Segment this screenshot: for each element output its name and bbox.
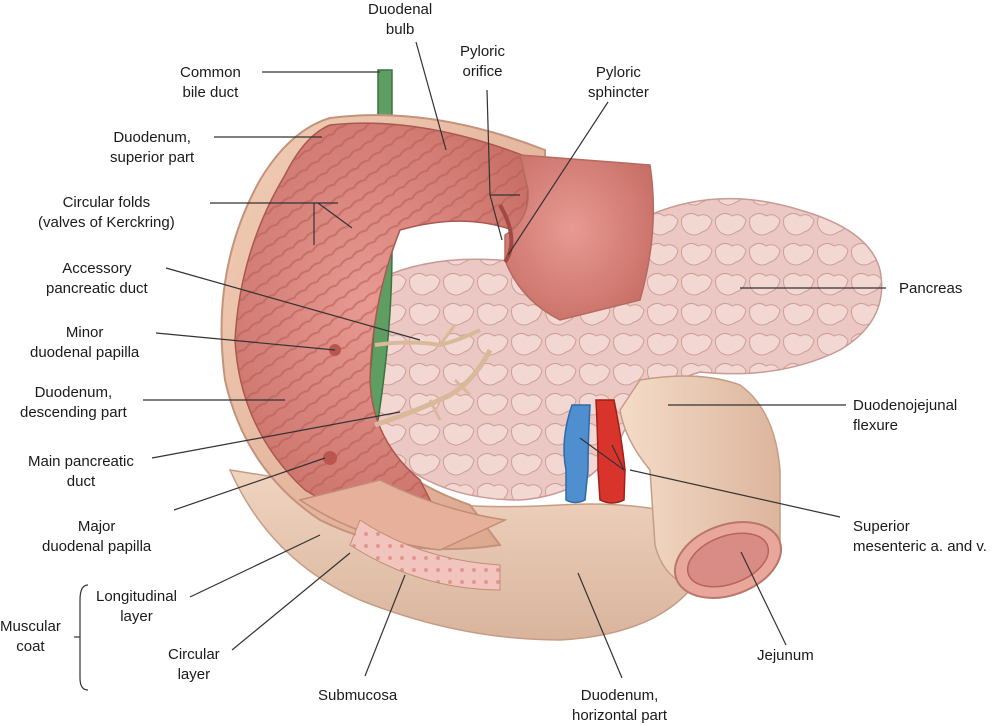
label-duodenum-superior: Duodenum,superior part: [110, 129, 195, 166]
superior-mesenteric-artery: [595, 399, 626, 504]
pylorus-shape: [504, 154, 655, 321]
main-pancreatic-duct-shape: [374, 348, 493, 428]
label-jejunum: Jejunum: [757, 647, 814, 664]
leader-lines: [74, 41, 886, 691]
label-duodenum-descending: Duodenum,descending part: [20, 384, 127, 421]
label-pancreas: Pancreas: [899, 280, 963, 297]
label-duodenum-horizontal: Duodenum,horizontal part: [572, 687, 668, 724]
major-papilla-mark: [323, 451, 337, 465]
label-submucosa: Submucosa: [318, 687, 398, 704]
label-circular-folds: Circular folds(valves of Kerckring): [38, 194, 175, 231]
accessory-pancreatic-duct-shape: [374, 328, 481, 348]
superior-mesenteric-vein: [563, 404, 591, 504]
submucosa-shape: [349, 519, 501, 591]
muscular-coat-shape: [298, 479, 508, 551]
